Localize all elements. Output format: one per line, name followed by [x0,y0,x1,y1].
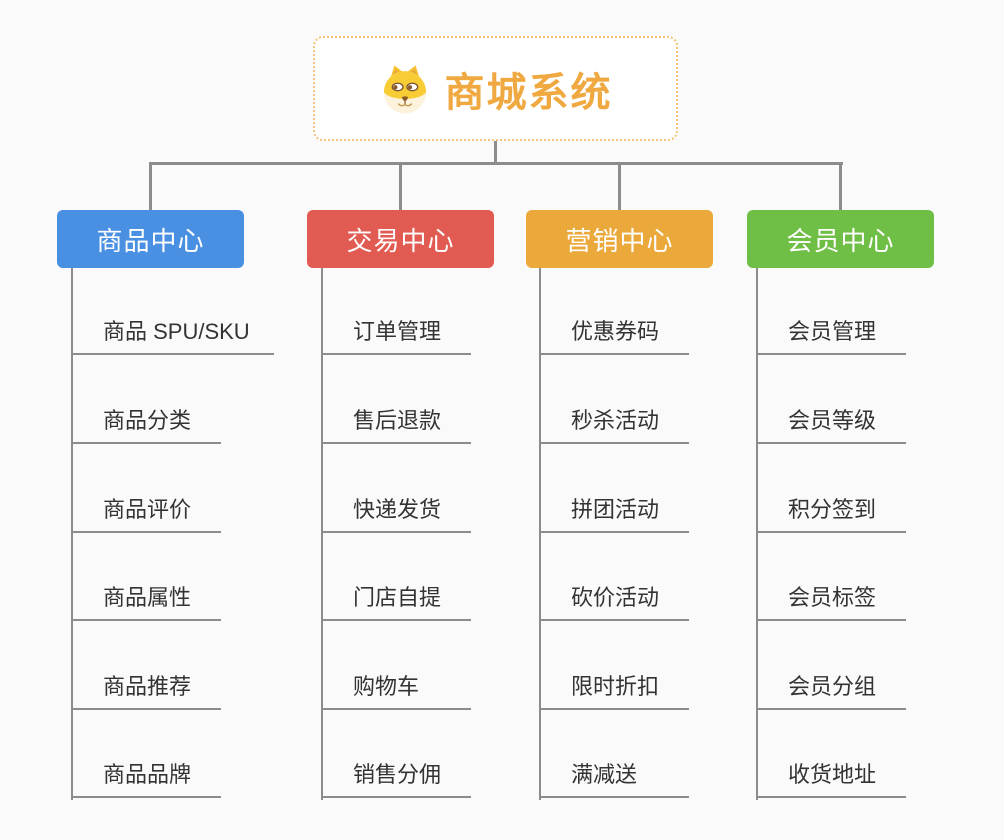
root-node-label: 商城系统 [444,70,613,115]
leaf-node[interactable]: 门店自提 [321,583,471,621]
leaf-node[interactable]: 商品分类 [71,406,221,444]
connector-line [149,164,152,210]
leaf-node[interactable]: 满减送 [539,760,689,798]
leaf-node[interactable]: 会员标签 [756,583,906,621]
leaf-node[interactable]: 商品推荐 [71,672,221,710]
leaf-node[interactable]: 购物车 [321,672,471,710]
branch-node-product-center[interactable]: 商品中心 [57,210,244,268]
connector-line [494,141,497,163]
connector-line [399,164,402,210]
connector-line [756,268,758,800]
leaf-node[interactable]: 商品评价 [71,495,221,533]
leaf-node[interactable]: 商品属性 [71,583,221,621]
leaf-node[interactable]: 秒杀活动 [539,406,689,444]
leaf-node[interactable]: 订单管理 [321,317,471,355]
connector-line [149,162,843,165]
connector-line [71,268,73,800]
connector-line [321,268,323,800]
branch-node-trade-center[interactable]: 交易中心 [307,210,494,268]
leaf-node[interactable]: 销售分佣 [321,760,471,798]
connector-line [618,164,621,210]
branch-node-marketing-center[interactable]: 营销中心 [526,210,713,268]
dog-face-icon [383,64,426,113]
leaf-node[interactable]: 优惠券码 [539,317,689,355]
branch-node-member-center[interactable]: 会员中心 [747,210,934,268]
leaf-node[interactable]: 积分签到 [756,495,906,533]
leaf-node[interactable]: 会员管理 [756,317,906,355]
leaf-node[interactable]: 会员分组 [756,672,906,710]
leaf-node[interactable]: 拼团活动 [539,495,689,533]
leaf-node[interactable]: 商品品牌 [71,760,221,798]
root-node[interactable]: 商城系统 [313,36,678,141]
connector-line [839,164,842,210]
leaf-node[interactable]: 限时折扣 [539,672,689,710]
leaf-node[interactable]: 会员等级 [756,406,906,444]
leaf-node[interactable]: 商品 SPU/SKU [71,317,274,355]
leaf-node[interactable]: 售后退款 [321,406,471,444]
leaf-node[interactable]: 收货地址 [756,760,906,798]
connector-line [539,268,541,800]
leaf-node[interactable]: 砍价活动 [539,583,689,621]
leaf-node[interactable]: 快递发货 [321,495,471,533]
